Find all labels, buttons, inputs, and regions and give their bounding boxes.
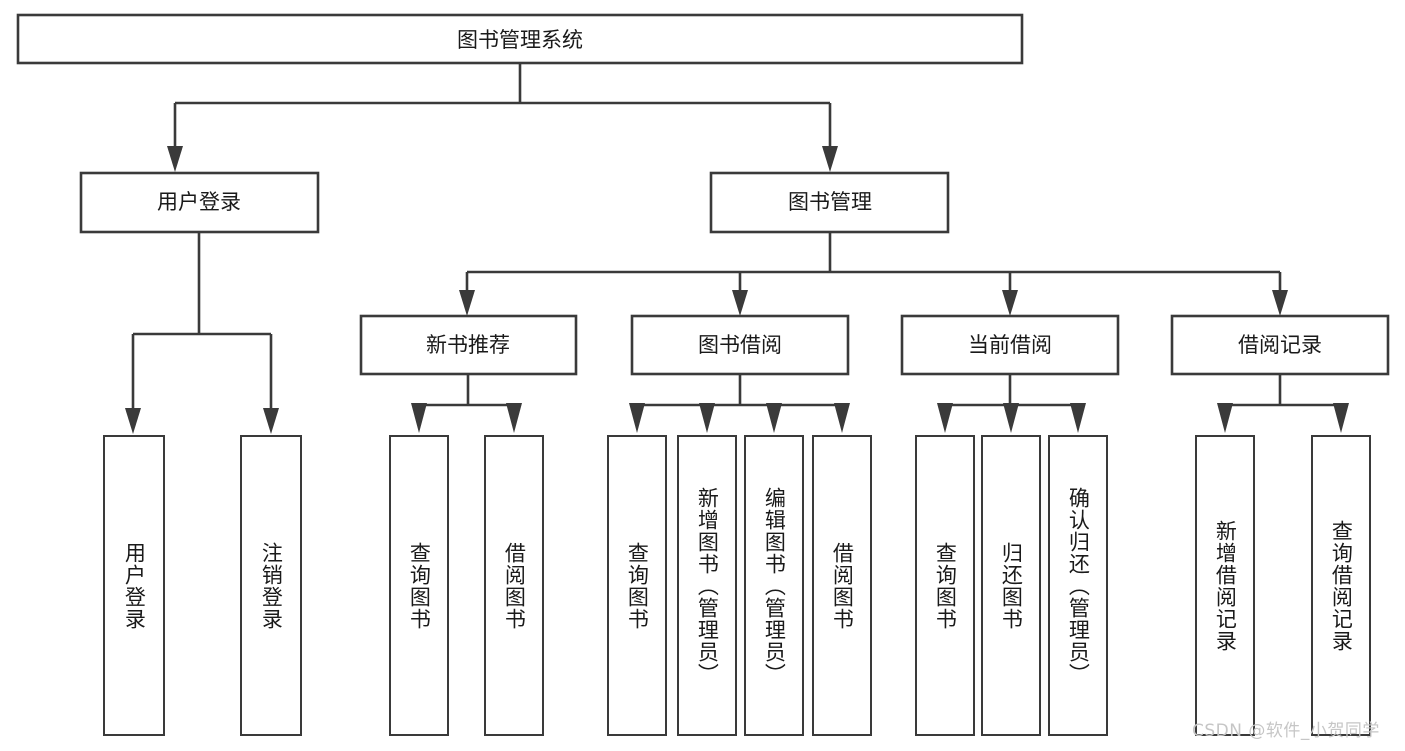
leaf-return-book-label: 归还图书	[999, 541, 1024, 630]
leaf-add-record-label: 新增借阅记录	[1213, 519, 1238, 652]
node-borrow-record[interactable]: 借阅记录	[1170, 314, 1390, 376]
arrowhead-leaf-return-book	[1003, 403, 1019, 433]
arrowhead-leaf-query-books-1	[411, 403, 427, 433]
node-book-management[interactable]: 图书管理	[709, 171, 950, 234]
leaf-user-login[interactable]: 用户登录	[103, 435, 165, 736]
leaf-user-login-label: 用户登录	[122, 541, 147, 630]
leaf-query-books-2-label: 查询图书	[625, 541, 650, 630]
node-new-book-recommend-box[interactable]	[359, 314, 578, 376]
node-book-borrow-label: 图书借阅	[698, 333, 782, 357]
node-book-management-box[interactable]	[709, 171, 950, 234]
leaf-query-record-label: 查询借阅记录	[1329, 519, 1354, 652]
leaf-query-books-3-label: 查询图书	[933, 541, 958, 630]
node-root-label: 图书管理系统	[457, 28, 583, 52]
leaf-query-books-3[interactable]: 查询图书	[915, 435, 975, 736]
node-book-borrow-box[interactable]	[630, 314, 850, 376]
leaf-borrow-books-1-label: 借阅图书	[502, 541, 527, 630]
leaf-user-logout-label: 注销登录	[259, 541, 284, 630]
node-current-borrow-label: 当前借阅	[968, 333, 1052, 357]
node-root[interactable]: 图书管理系统	[16, 13, 1024, 65]
leaf-add-book[interactable]: 新增图书（管理员）	[677, 435, 737, 736]
leaf-borrow-books-2[interactable]: 借阅图书	[812, 435, 872, 736]
leaf-borrow-books-1[interactable]: 借阅图书	[484, 435, 544, 736]
node-current-borrow[interactable]: 当前借阅	[900, 314, 1120, 376]
node-root-box[interactable]	[16, 13, 1024, 65]
leaf-add-book-label: 新增图书（管理员）	[695, 486, 720, 685]
leaf-query-books-2[interactable]: 查询图书	[607, 435, 667, 736]
arrowhead-leaf-borrow-books-1	[506, 403, 522, 433]
arrowhead-leaf-add-record	[1217, 403, 1233, 433]
leaf-edit-book[interactable]: 编辑图书（管理员）	[744, 435, 804, 736]
leaf-edit-book-label: 编辑图书（管理员）	[762, 486, 787, 685]
arrowhead-book-management	[822, 146, 838, 172]
arrowhead-leaf-borrow-books-2	[834, 403, 850, 433]
arrowhead-leaf-edit-book	[766, 403, 782, 433]
node-current-borrow-box[interactable]	[900, 314, 1120, 376]
arrowhead-borrow-record	[1272, 290, 1288, 316]
node-user-login[interactable]: 用户登录	[79, 171, 320, 234]
leaf-query-books-1[interactable]: 查询图书	[389, 435, 449, 736]
arrowhead-leaf-confirm-return	[1070, 403, 1086, 433]
leaf-query-record[interactable]: 查询借阅记录	[1311, 435, 1371, 736]
arrowhead-leaf-query-books-3	[937, 403, 953, 433]
leaf-confirm-return[interactable]: 确认归还（管理员）	[1048, 435, 1108, 736]
node-borrow-record-label: 借阅记录	[1238, 333, 1322, 357]
arrowhead-leaf-user-logout	[263, 408, 279, 434]
connectors-group	[125, 63, 1349, 434]
leaf-add-record[interactable]: 新增借阅记录	[1195, 435, 1255, 736]
node-new-book-recommend[interactable]: 新书推荐	[359, 314, 578, 376]
node-book-borrow[interactable]: 图书借阅	[630, 314, 850, 376]
node-borrow-record-box[interactable]	[1170, 314, 1390, 376]
node-new-book-recommend-label: 新书推荐	[426, 333, 510, 357]
arrowhead-leaf-add-book	[699, 403, 715, 433]
leaf-return-book[interactable]: 归还图书	[981, 435, 1041, 736]
arrowhead-user-login	[167, 146, 183, 172]
arrowhead-book-borrow	[732, 290, 748, 316]
arrowhead-current-borrow	[1002, 290, 1018, 316]
node-book-management-label: 图书管理	[788, 190, 872, 214]
leaf-confirm-return-label: 确认归还（管理员）	[1066, 486, 1091, 685]
watermark-text: CSDN @软件_小贺同学	[1192, 721, 1380, 741]
node-user-login-box[interactable]	[79, 171, 320, 234]
arrowhead-new-book-recommend	[459, 290, 475, 316]
leaf-borrow-books-2-label: 借阅图书	[830, 541, 855, 630]
arrowhead-leaf-user-login	[125, 408, 141, 434]
leaf-user-logout[interactable]: 注销登录	[240, 435, 302, 736]
arrowhead-leaf-query-record	[1333, 403, 1349, 433]
leaf-query-books-1-label: 查询图书	[407, 541, 432, 630]
node-user-login-label: 用户登录	[157, 190, 241, 214]
arrowhead-leaf-query-books-2	[629, 403, 645, 433]
